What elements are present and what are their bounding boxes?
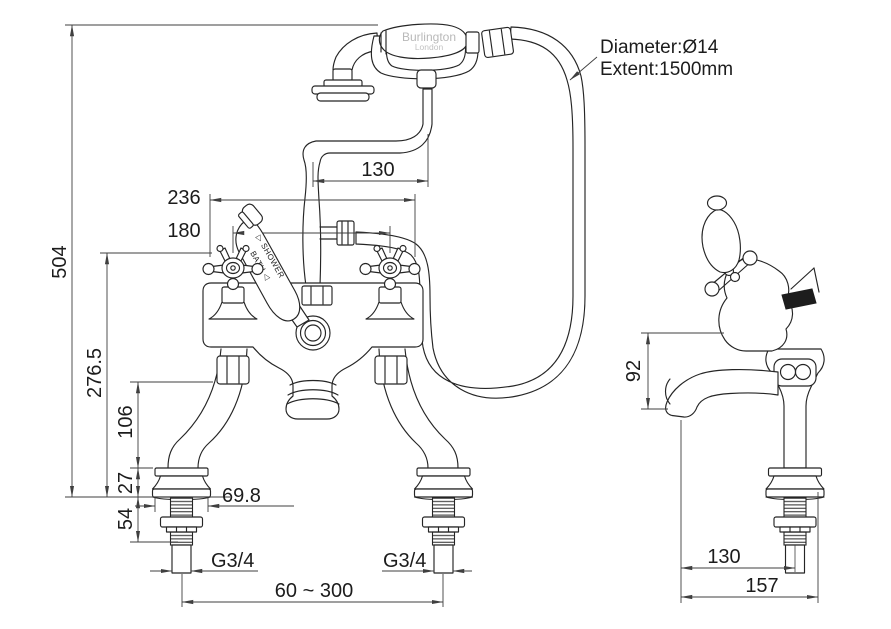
hose-annotation: Diameter:Ø14 Extent:1500mm bbox=[569, 37, 733, 81]
dim-label-54: 54 bbox=[115, 508, 137, 530]
dim-base-height: 27 bbox=[115, 467, 141, 498]
brand-sub: London bbox=[415, 42, 444, 52]
side-spout bbox=[665, 368, 779, 418]
left-inlet-shank bbox=[151, 467, 212, 574]
dim-shank-depth: 54 bbox=[115, 496, 178, 543]
mixer-body bbox=[202, 282, 424, 420]
dim-label-60-300: 60 ~ 300 bbox=[275, 580, 353, 602]
dim-label-69-8: 69.8 bbox=[222, 485, 261, 507]
side-cross-handle bbox=[704, 250, 758, 297]
spout-band bbox=[286, 398, 340, 405]
side-spout-tip-line bbox=[664, 378, 671, 405]
dim-label-130-side: 130 bbox=[707, 546, 740, 568]
dim-label-130-top: 130 bbox=[361, 159, 394, 181]
cradle-riser-arm bbox=[302, 88, 433, 287]
dim-spout-reach: 130 bbox=[680, 420, 796, 603]
dim-handle-height: 276.5 bbox=[84, 252, 212, 498]
dim-label-180: 180 bbox=[167, 220, 200, 242]
side-valve-body bbox=[718, 258, 794, 352]
side-coupling bbox=[773, 358, 817, 387]
grip-collar bbox=[465, 31, 480, 54]
handset-assembly: Burlington London bbox=[311, 23, 514, 102]
rose-rim bbox=[316, 92, 370, 102]
handset-neck bbox=[332, 32, 379, 71]
dim-inlet-thread-left: G3/4 bbox=[150, 550, 258, 574]
dim-label-g34-right: G3/4 bbox=[383, 550, 426, 572]
hose-nut bbox=[481, 26, 514, 58]
shower-hose bbox=[355, 26, 586, 399]
dim-label-236: 236 bbox=[167, 187, 200, 209]
dim-label-106: 106 bbox=[115, 405, 137, 438]
dim-cradle-offset: 130 bbox=[312, 134, 429, 187]
dim-inlet-centres: 60 ~ 300 bbox=[181, 574, 444, 607]
brand-name: Burlington bbox=[402, 30, 456, 44]
side-view bbox=[664, 195, 825, 574]
side-hose-outlet bbox=[781, 267, 820, 310]
rose-collar bbox=[332, 68, 353, 82]
dim-label-157: 157 bbox=[745, 575, 778, 597]
dim-label-504: 504 bbox=[49, 245, 71, 278]
dim-overall-height: 504 bbox=[49, 24, 378, 498]
dim-label-276: 276.5 bbox=[84, 348, 106, 398]
left-union-nut bbox=[216, 355, 250, 385]
dim-handle-centres: 180 bbox=[167, 220, 391, 253]
handset-grip bbox=[378, 23, 468, 60]
spout-band bbox=[287, 389, 339, 396]
annotation-diameter: Diameter:Ø14 bbox=[600, 37, 719, 58]
dim-label-g34-left: G3/4 bbox=[211, 550, 254, 572]
cradle-collar bbox=[416, 69, 437, 89]
spout-band bbox=[289, 379, 337, 386]
dimension-annotations: 504 276.5 106 27 54 bbox=[49, 24, 819, 607]
dim-overall-width: 236 bbox=[167, 187, 416, 257]
arm-hex-nut bbox=[301, 285, 333, 306]
dim-overall-depth: 157 bbox=[680, 492, 819, 603]
dim-flange-diameter: 69.8 bbox=[135, 485, 294, 512]
dim-body-height: 106 bbox=[115, 381, 213, 469]
dim-spout-height: 92 bbox=[623, 332, 724, 410]
front-view: Burlington London bbox=[151, 23, 586, 574]
dim-label-27: 27 bbox=[115, 472, 137, 494]
dim-inlet-thread-right: G3/4 bbox=[382, 550, 472, 574]
side-porcelain-lever bbox=[701, 195, 741, 274]
annotation-extent: Extent:1500mm bbox=[600, 59, 733, 80]
right-union-nut bbox=[374, 355, 408, 385]
dim-label-92: 92 bbox=[623, 360, 645, 382]
